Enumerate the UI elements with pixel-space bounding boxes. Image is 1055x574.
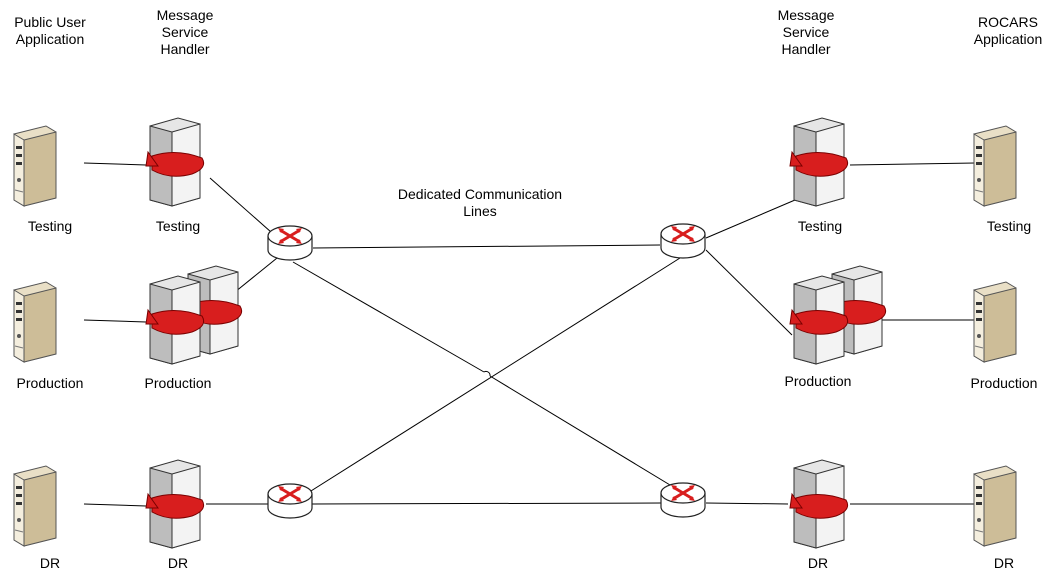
rocars-app-production-label: Production	[970, 375, 1038, 391]
right-msh-testing-label: Testing	[797, 218, 843, 234]
rocars-app-dr-label: DR	[993, 555, 1015, 571]
rocars-app-dr-pc-icon	[973, 465, 1017, 547]
left-msh-testing-label: Testing	[155, 218, 201, 234]
rocars-app-testing-label: Testing	[986, 218, 1032, 234]
public-app-dr-pc-icon	[13, 465, 57, 547]
left-lower-router-icon	[266, 482, 314, 520]
right-msh-testing-server-icon	[789, 117, 849, 207]
left-msh-testing-server-icon	[145, 117, 205, 207]
left-msh-production-label: Production	[144, 375, 212, 391]
header-rocars-application: ROCARS Application	[973, 14, 1043, 47]
right-lower-router-icon	[659, 481, 707, 519]
right-msh-dr-server-icon	[789, 459, 849, 549]
public-app-production-pc-icon	[13, 281, 57, 363]
public-app-dr-label: DR	[39, 555, 61, 571]
left-msh-production-server-icon	[145, 275, 205, 365]
dedicated-lines-label: Dedicated Communication Lines	[397, 186, 563, 219]
public-app-testing-label: Testing	[27, 218, 73, 234]
left-upper-router-icon	[266, 224, 314, 262]
right-msh-production-label: Production	[784, 373, 852, 389]
right-upper-router-icon	[659, 222, 707, 260]
right-msh-dr-label: DR	[807, 555, 829, 571]
line-crossover	[483, 370, 491, 377]
header-left-message-service-handler: Message Service Handler	[156, 7, 214, 57]
rocars-app-production-pc-icon	[973, 281, 1017, 363]
right-msh-production-server-icon	[789, 275, 849, 365]
left-msh-dr-server-icon	[145, 459, 205, 549]
left-msh-dr-label: DR	[167, 555, 189, 571]
header-public-user-application: Public User Application	[14, 14, 86, 47]
rocars-app-testing-pc-icon	[973, 125, 1017, 207]
header-right-message-service-handler: Message Service Handler	[777, 7, 835, 57]
public-app-testing-pc-icon	[13, 125, 57, 207]
public-app-production-label: Production	[16, 375, 84, 391]
connection-lines	[83, 162, 976, 507]
